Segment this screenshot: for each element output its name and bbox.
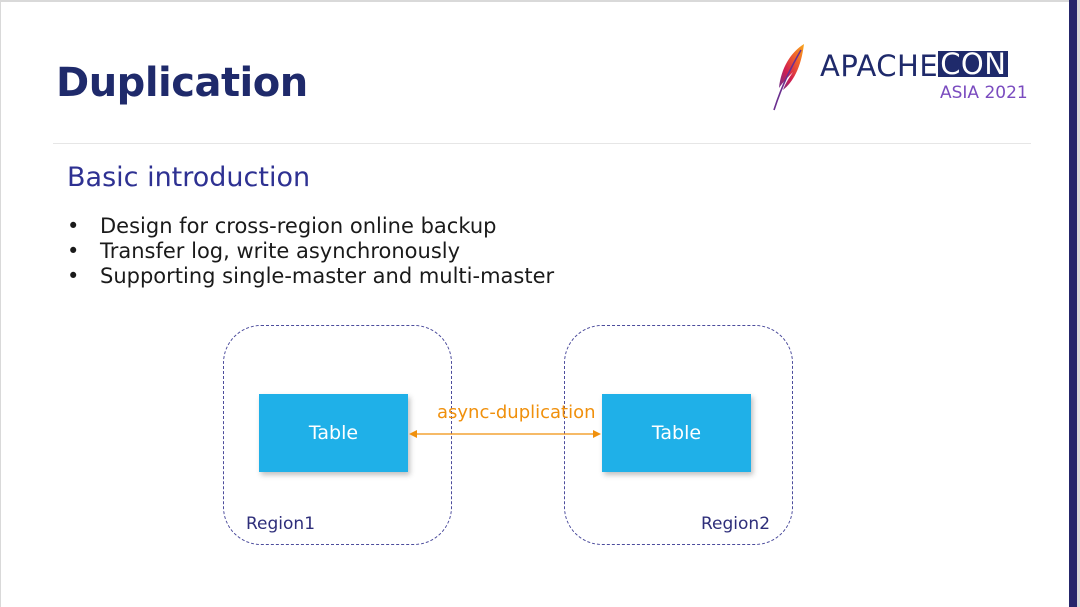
table-left-label: Table: [308, 422, 359, 444]
bullet-text: Supporting single-master and multi-maste…: [100, 264, 555, 288]
side-accent-bar: [1069, 0, 1077, 607]
region-box-right: [564, 325, 793, 545]
table-left: Table: [259, 394, 408, 472]
section-subtitle: Basic introduction: [67, 162, 311, 193]
table-right-label: Table: [651, 422, 702, 444]
logo-event-year: ASIA 2021: [940, 83, 1028, 103]
logo-word-boxed: CON: [938, 47, 1009, 81]
bullet-item: • Transfer log, write asynchronously: [67, 239, 554, 264]
bidirectional-arrow: [409, 430, 601, 438]
logo-word-main: APACHE: [820, 49, 939, 83]
region2-label: Region2: [701, 514, 771, 534]
logo-wordmark: APACHECON: [820, 47, 1009, 83]
async-duplication-label: async-duplication: [437, 402, 596, 423]
bullet-dot: •: [67, 264, 80, 288]
bullet-dot: •: [67, 214, 80, 238]
title-divider: [53, 143, 1031, 144]
table-right: Table: [602, 394, 751, 472]
bullet-dot: •: [67, 239, 80, 263]
bullet-text: Transfer log, write asynchronously: [100, 239, 461, 263]
bullet-item: • Supporting single-master and multi-mast…: [67, 264, 554, 289]
bullet-text: Design for cross-region online backup: [100, 214, 497, 238]
apachecon-logo: APACHECON ASIA 2021: [767, 42, 1037, 114]
region-box-left: [223, 325, 452, 545]
bullet-item: • Design for cross-region online backup: [67, 214, 554, 239]
slide-title: Duplication: [56, 60, 308, 106]
bullet-list: • Design for cross-region online backup •…: [67, 214, 554, 289]
region1-label: Region1: [246, 514, 316, 534]
feather-icon: [773, 44, 804, 111]
